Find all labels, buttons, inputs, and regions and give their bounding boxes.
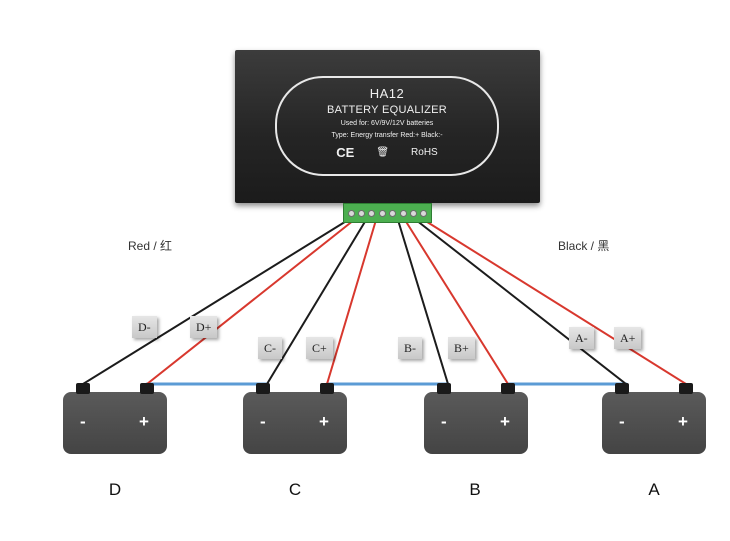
negative-post <box>437 383 451 394</box>
terminal-block <box>343 203 432 223</box>
terminal-screw <box>368 209 376 217</box>
tag-d-neg: D- <box>132 316 157 338</box>
red-wire-label: Red / 红 <box>128 239 173 253</box>
device-type-line: Type: Energy transfer Red:+ Black:- <box>331 132 443 139</box>
tag-c-neg: C- <box>258 337 282 359</box>
tag-b-neg: B- <box>398 337 422 359</box>
plus-sign: + <box>139 412 149 431</box>
positive-post <box>501 383 515 394</box>
battery-a: - + <box>602 383 706 454</box>
tag-c-pos: C+ <box>306 337 333 359</box>
positive-post <box>320 383 334 394</box>
wire-c-neg <box>266 219 367 385</box>
battery-c-label: C <box>288 480 302 499</box>
wire-b-neg <box>397 219 449 385</box>
negative-post <box>256 383 270 394</box>
device-cert-marks: CE 🗑 RoHS <box>277 145 497 160</box>
plus-sign: + <box>678 412 688 431</box>
terminal-screw <box>378 209 386 217</box>
minus-sign: - <box>619 412 625 431</box>
terminal-screw <box>420 209 428 217</box>
plus-sign: + <box>500 412 510 431</box>
tag-a-neg: A- <box>569 327 594 349</box>
terminal-screw <box>358 209 366 217</box>
wire-c-pos <box>326 219 377 385</box>
battery-b: - + <box>424 383 528 454</box>
minus-sign: - <box>260 412 266 431</box>
battery-b-label: B <box>469 480 481 499</box>
battery-c: - + <box>243 383 347 454</box>
tag-d-pos: D+ <box>190 316 218 338</box>
battery-a-label: A <box>648 480 660 499</box>
terminal-screw <box>399 209 407 217</box>
device-name: BATTERY EQUALIZER <box>326 104 448 116</box>
battery-d: - + <box>63 383 167 454</box>
terminal-screw <box>347 209 355 217</box>
positive-post <box>679 383 693 394</box>
wire-d-neg <box>82 219 349 385</box>
device-model: HA12 <box>369 86 405 101</box>
minus-sign: - <box>441 412 447 431</box>
terminal-screw <box>389 209 397 217</box>
tag-b-pos: B+ <box>448 337 475 359</box>
plus-sign: + <box>319 412 329 431</box>
battery-d-label: D <box>108 480 122 499</box>
wire-a-pos <box>423 219 687 385</box>
negative-post <box>76 383 90 394</box>
positive-post <box>140 383 154 394</box>
wire-b-pos <box>404 219 509 385</box>
terminal-screw <box>409 209 417 217</box>
device-label-plate: HA12 BATTERY EQUALIZER Used for: 6V/9V/1… <box>275 76 499 176</box>
black-wire-label: Black / 黑 <box>558 239 610 253</box>
tag-a-pos: A+ <box>614 327 642 349</box>
rohs-mark: RoHS <box>411 147 438 158</box>
battery-equalizer-device: HA12 BATTERY EQUALIZER Used for: 6V/9V/1… <box>235 50 540 203</box>
ce-mark: CE <box>336 145 355 160</box>
weee-bin-icon: 🗑 <box>376 147 390 158</box>
wire-a-neg <box>415 219 627 385</box>
negative-post <box>615 383 629 394</box>
device-used-for: Used for: 6V/9V/12V batteries <box>340 120 434 127</box>
minus-sign: - <box>80 412 86 431</box>
wire-d-pos <box>146 219 355 385</box>
